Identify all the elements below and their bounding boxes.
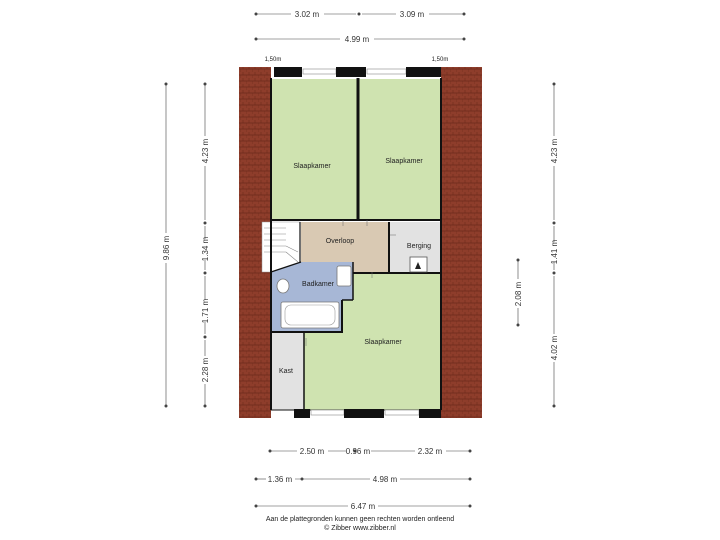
roof-top-left: [239, 67, 275, 79]
sink: [336, 265, 352, 287]
label-slaapkamer-bottom: Slaapkamer: [364, 339, 402, 346]
room-overloop: [301, 222, 389, 272]
roof-right: [441, 67, 482, 418]
room-slaapkamer-left: [271, 78, 358, 220]
label-badkamer: Badkamer: [302, 281, 335, 288]
dim-top-left: 3.02 m: [295, 10, 320, 19]
stair-treads: [264, 227, 299, 263]
dim-bottom-4: 1.36 m: [268, 475, 293, 484]
dim-bottom-2: 0.96 m: [346, 447, 371, 456]
dim-bottom-3: 2.32 m: [418, 447, 443, 456]
label-slaapkamer-right: Slaapkamer: [385, 158, 423, 165]
room-slaapkamer-right: [359, 78, 441, 220]
window-left-width: 1,50m: [265, 57, 282, 63]
dim-left-1: 4.23 m: [201, 138, 210, 163]
dim-left-2: 1.34 m: [201, 236, 210, 261]
dim-right-1: 4.23 m: [550, 138, 559, 163]
dim-right-2: 1.41 m: [550, 239, 559, 264]
footer-credit: © Zibber www.zibber.nl: [324, 525, 396, 532]
dim-left-4: 2.28 m: [201, 357, 210, 382]
dimension-lines: [164, 12, 556, 508]
dim-top-right: 3.09 m: [400, 10, 425, 19]
label-berging: Berging: [407, 243, 431, 250]
stairs: [261, 221, 301, 273]
label-kast: Kast: [279, 368, 293, 375]
dim-left-3: 1.71 m: [201, 298, 210, 323]
door-swings: [305, 220, 396, 346]
footer-disclaimer: Aan de plattegronden kunnen geen rechten…: [265, 516, 455, 523]
bathroom-fixtures: [276, 265, 352, 329]
dim-bottom-1: 2.50 m: [300, 447, 325, 456]
label-overloop: Overloop: [326, 238, 355, 245]
dim-top-total: 4.99 m: [345, 35, 370, 44]
toilet: [276, 278, 290, 294]
bottom-windows: [294, 409, 441, 418]
dim-right-inner: 2.08 m: [514, 281, 523, 306]
dim-left-total: 9.86 m: [162, 235, 171, 260]
window-right-width: 1,50m: [432, 57, 449, 63]
dim-bottom-total: 6.47 m: [351, 502, 376, 511]
room-slaapkamer-bottom: [304, 274, 441, 410]
dim-right-3: 4.02 m: [550, 335, 559, 360]
room-kast: [272, 333, 304, 410]
top-windows: [274, 67, 441, 77]
boiler-icon: [409, 256, 428, 273]
dim-bottom-5: 4.98 m: [373, 475, 398, 484]
label-slaapkamer-left: Slaapkamer: [293, 163, 331, 170]
